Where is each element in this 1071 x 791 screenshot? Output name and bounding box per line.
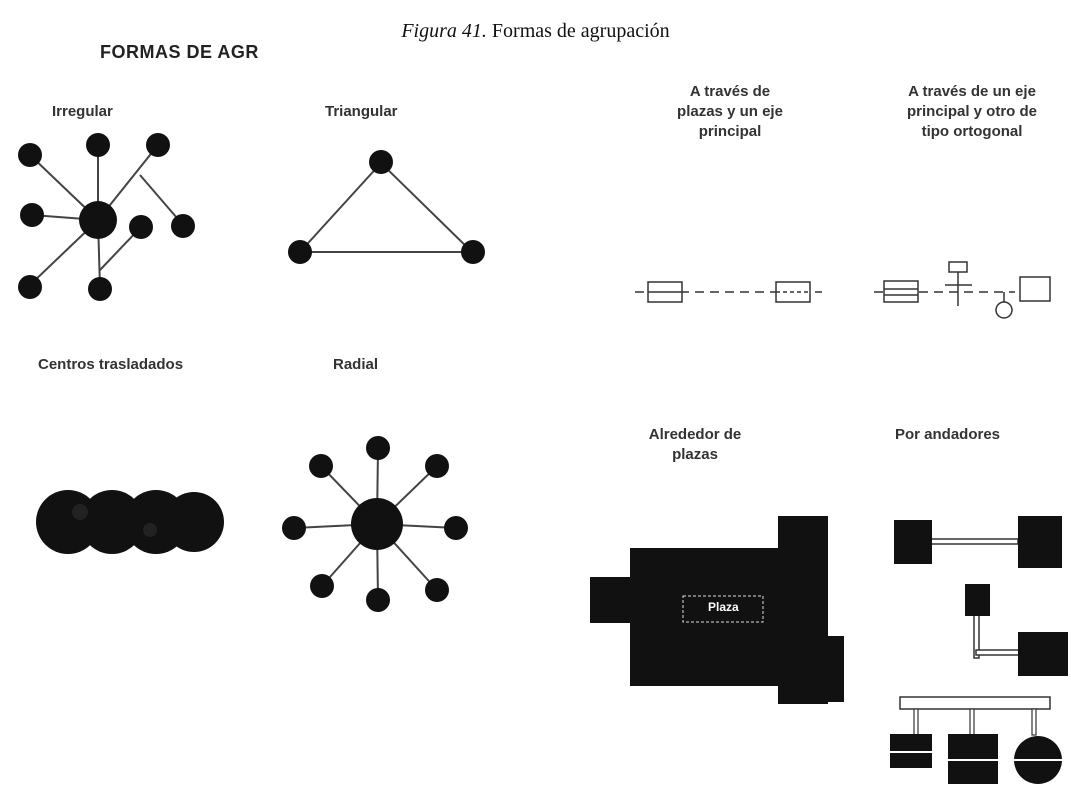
label-eje-ortogonal: A través de un eje principal y otro de t… bbox=[906, 83, 1038, 140]
shifted-center-node bbox=[164, 492, 224, 552]
label-alrededor-plazas: Alrededor de plazas bbox=[648, 426, 742, 463]
label-triangular: Triangular bbox=[325, 103, 398, 120]
label-radial: Radial bbox=[333, 356, 379, 373]
triangle-node bbox=[288, 240, 312, 264]
irregular-node bbox=[171, 214, 195, 238]
plaza-label: Plaza bbox=[708, 600, 739, 614]
irregular-center-node bbox=[79, 201, 117, 239]
plazas-eje-diagram bbox=[635, 281, 822, 303]
radial-diagram bbox=[282, 436, 468, 612]
figure-title: Formas de agrupación bbox=[486, 20, 670, 42]
block bbox=[1018, 632, 1068, 676]
radial-node bbox=[366, 588, 390, 612]
irregular-node bbox=[20, 203, 44, 227]
block bbox=[800, 636, 844, 702]
irregular-node bbox=[18, 275, 42, 299]
radial-center-node bbox=[351, 498, 403, 550]
radial-node bbox=[444, 516, 468, 540]
walkway bbox=[969, 708, 975, 736]
andadores-diagram bbox=[886, 516, 1068, 784]
plaza-square bbox=[883, 280, 919, 303]
triangle-node bbox=[369, 150, 393, 174]
radial-node bbox=[366, 436, 390, 460]
label-centros-trasladados: Centros trasladados bbox=[38, 356, 184, 373]
texture-speck bbox=[143, 523, 157, 537]
walkway bbox=[913, 708, 919, 736]
block bbox=[894, 520, 932, 564]
irregular-node bbox=[18, 143, 42, 167]
irregular-node bbox=[146, 133, 170, 157]
plaza-square bbox=[1019, 276, 1051, 302]
radial-node bbox=[425, 578, 449, 602]
plaza-outline bbox=[682, 595, 764, 623]
irregular-node bbox=[129, 215, 153, 239]
label-andadores: Por andadores bbox=[895, 426, 1001, 443]
eje-ortogonal-diagram bbox=[874, 261, 1051, 319]
label-plazas-eje: A través de plazas y un eje principal bbox=[677, 83, 783, 140]
triangle-node bbox=[461, 240, 485, 264]
section-title: FORMAS DE AGR bbox=[100, 42, 259, 62]
figure-caption: Figura 41. Formas de agrupación bbox=[0, 20, 1071, 43]
block bbox=[965, 584, 990, 616]
irregular-node bbox=[86, 133, 110, 157]
radial-node bbox=[310, 574, 334, 598]
triangular-diagram bbox=[288, 150, 485, 264]
texture-speck bbox=[72, 504, 88, 520]
walkway bbox=[1031, 708, 1037, 736]
block bbox=[1018, 516, 1062, 568]
walkway bbox=[927, 538, 1019, 545]
irregular-node bbox=[88, 277, 112, 301]
radial-node bbox=[425, 454, 449, 478]
block bbox=[590, 577, 636, 623]
irregular-nodes bbox=[18, 133, 195, 301]
label-irregular: Irregular bbox=[52, 103, 113, 120]
plaza-square bbox=[948, 261, 968, 273]
round-plaza bbox=[995, 301, 1013, 319]
alrededor-plazas-diagram bbox=[590, 516, 844, 704]
walkway bbox=[899, 696, 1051, 710]
radial-node bbox=[282, 516, 306, 540]
shifted-center-node bbox=[80, 490, 144, 554]
radial-node bbox=[309, 454, 333, 478]
figure-number: Figura 41. bbox=[401, 20, 487, 42]
triangle-links bbox=[297, 161, 475, 253]
centros-trasladados-diagram bbox=[36, 490, 224, 554]
